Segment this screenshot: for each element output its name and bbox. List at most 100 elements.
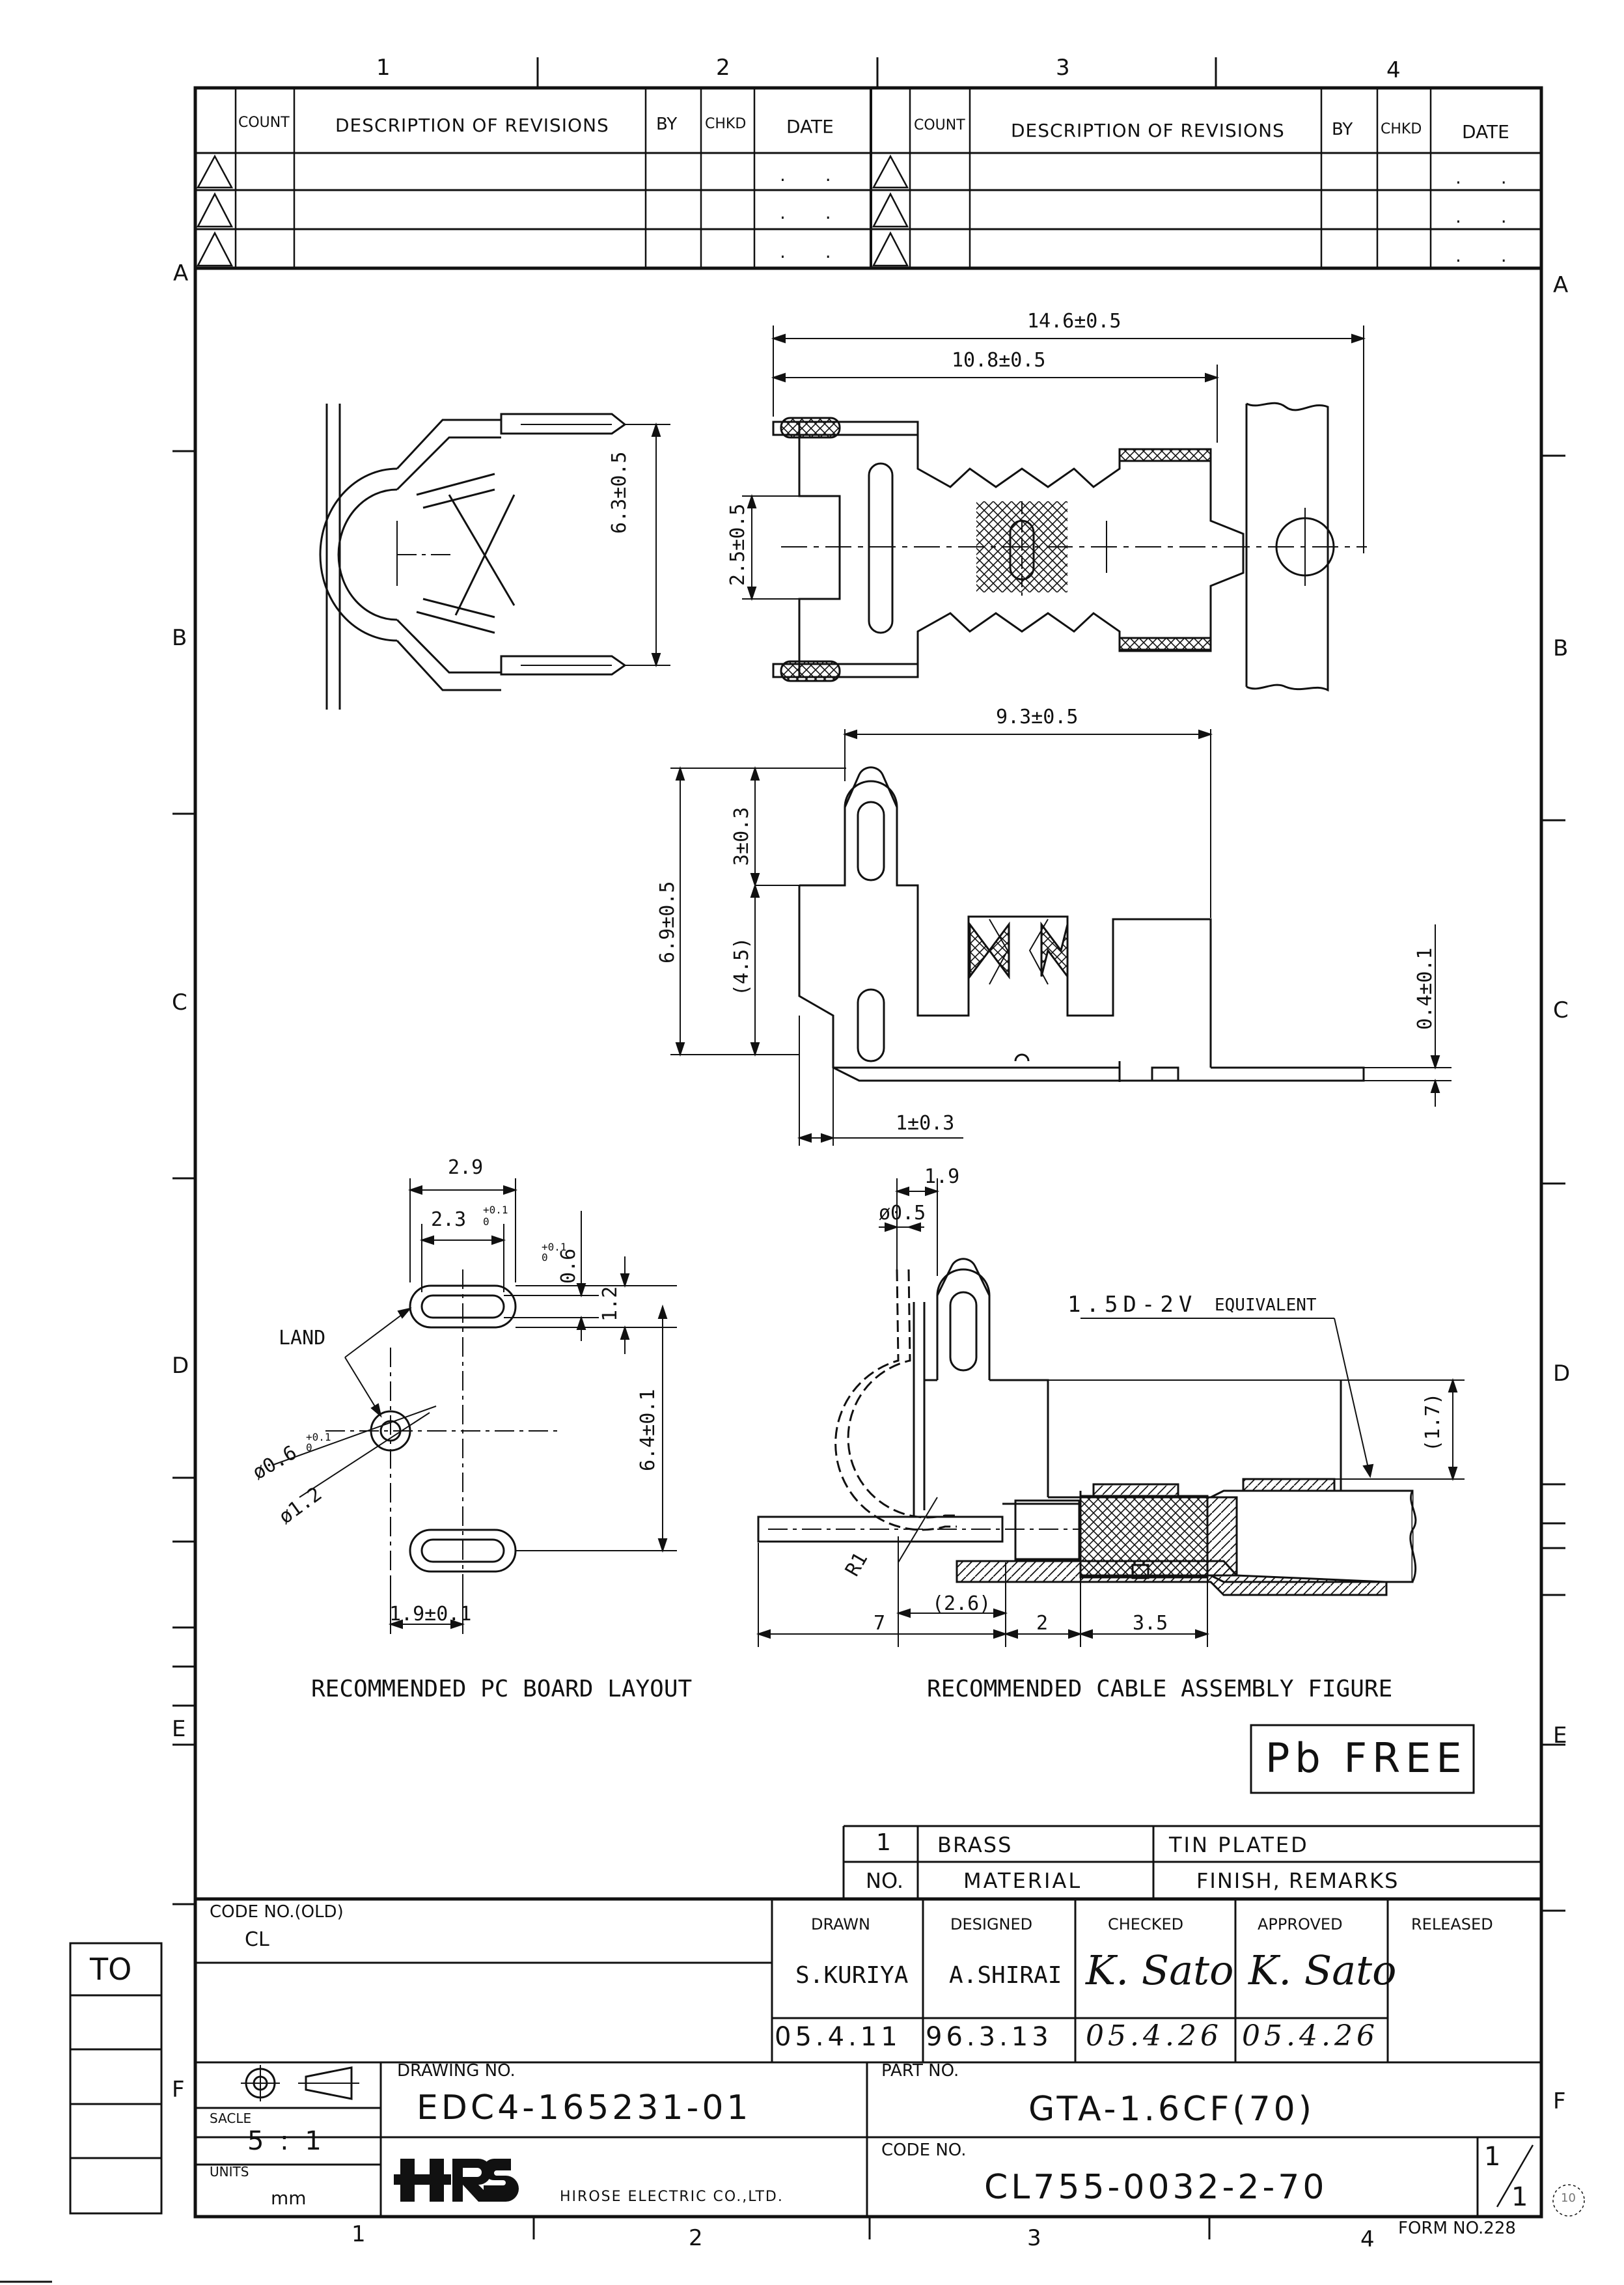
code-no-value: CL755-0032-2-70 — [984, 2168, 1328, 2207]
rev-header-desc-2: DESCRIPTION OF REVISIONS — [1011, 120, 1285, 141]
pcb-land-label: LAND — [279, 1327, 326, 1350]
material-row-no: 1 — [876, 1829, 891, 1856]
rev-date-2: . . — [780, 202, 848, 223]
drawing-no-value: EDC4-165231-01 — [417, 2088, 752, 2127]
material-hdr-no: NO. — [866, 1868, 903, 1893]
designed-name: A.SHIRAI — [949, 1962, 1062, 1989]
cable-type: 1.5D-2V — [1067, 1292, 1198, 1318]
drawn-date: 05.4.11 — [775, 2022, 901, 2052]
zone-left-b: B — [172, 625, 187, 651]
material-hdr-finish: FINISH, REMARKS — [1196, 1868, 1399, 1893]
end-view — [319, 404, 627, 710]
zone-bottom-3: 3 — [1027, 2225, 1041, 2251]
cab-dim-2-6: (2.6) — [932, 1592, 991, 1615]
released-label: RELEASED — [1411, 1915, 1493, 1933]
zone-left-f: F — [172, 2077, 185, 2103]
rev-header-date-2: DATE — [1462, 121, 1509, 143]
rev-header-desc-1: DESCRIPTION OF REVISIONS — [335, 115, 609, 136]
sheet-number: 1 — [1484, 2142, 1501, 2172]
side-view — [798, 766, 1365, 1082]
units-value: mm — [271, 2187, 307, 2209]
rev-header-chkd-1: CHKD — [705, 116, 747, 132]
zone-top-2: 2 — [716, 55, 730, 81]
cab-dim-1-9: 1.9 — [924, 1165, 960, 1188]
dim-1: 1±0.3 — [896, 1112, 955, 1135]
zone-right-c: C — [1553, 997, 1569, 1023]
approved-label: APPROVED — [1258, 1915, 1343, 1933]
dim-6-3: 6.3±0.5 — [608, 451, 631, 534]
dim-14-6: 14.6±0.5 — [1027, 310, 1122, 333]
dim-0-4: 0.4±0.1 — [1414, 947, 1437, 1030]
cab-dim-2: 2 — [1036, 1612, 1049, 1635]
cab-dim-phi-0-5: ø0.5 — [879, 1202, 926, 1225]
dim-9-3: 9.3±0.5 — [996, 706, 1079, 728]
zone-bottom-1: 1 — [351, 2221, 366, 2247]
drawing-no-label: DRAWING NO. — [397, 2061, 516, 2081]
pcb-dim-0-6-tol: +0.1 0 — [542, 1241, 567, 1264]
designed-date: 96.3.13 — [926, 2022, 1053, 2052]
rev-date-1: . . — [780, 164, 848, 186]
zone-left-a: A — [173, 260, 189, 286]
pb-free-box — [1250, 1724, 1475, 1794]
dim-3: 3±0.3 — [730, 807, 753, 866]
rev-date-6: . . — [1455, 245, 1524, 266]
scale-label: SACLE — [210, 2111, 252, 2126]
dim-6-9: 6.9±0.5 — [656, 881, 679, 963]
cable-equivalent: EQUIVALENT — [1215, 1295, 1317, 1315]
hrs-logo — [394, 2159, 519, 2202]
drawn-label: DRAWN — [811, 1915, 870, 1933]
rev-header-chkd-2: CHKD — [1381, 121, 1422, 137]
pb-free-label: Pb FREE — [1265, 1734, 1467, 1782]
pcb-dim-6-4: 6.4±0.1 — [637, 1389, 659, 1471]
approved-signature: K. Sato — [1248, 1946, 1397, 1994]
checked-label: CHECKED — [1108, 1915, 1184, 1933]
zone-right-d: D — [1553, 1361, 1571, 1387]
main-frame — [193, 86, 1543, 2219]
material-row-finish: TIN PLATED — [1169, 1833, 1309, 1857]
material-row-material: BRASS — [937, 1833, 1013, 1857]
zone-bottom-4: 4 — [1360, 2226, 1375, 2252]
zone-top-1: 1 — [376, 55, 391, 81]
checked-signature: K. Sato — [1086, 1946, 1234, 1994]
zone-bottom-2: 2 — [689, 2225, 703, 2251]
units-label: UNITS — [210, 2164, 249, 2180]
zone-right-a: A — [1553, 272, 1569, 298]
pcb-layout — [325, 1269, 560, 1627]
zone-right-e: E — [1553, 1723, 1567, 1749]
dim-4-5: (4.5) — [730, 937, 753, 996]
code-no-label: CODE NO. — [881, 2140, 967, 2160]
rev-header-count-2: COUNT — [914, 117, 965, 133]
rev-date-3: . . — [780, 241, 848, 262]
rev-header-date-1: DATE — [786, 116, 834, 137]
rev-date-4: . . — [1455, 167, 1524, 188]
pcb-dim-2-9: 2.9 — [448, 1156, 484, 1179]
material-hdr-material: MATERIAL — [963, 1868, 1082, 1893]
rev-date-5: . . — [1455, 206, 1524, 227]
code-no-old-value: CL — [245, 1928, 269, 1951]
approved-date: 05.4.26 — [1242, 2019, 1379, 2053]
designed-label: DESIGNED — [950, 1915, 1033, 1933]
zone-left-e: E — [172, 1716, 186, 1742]
pcb-dim-2-3-tol: +0.1 0 — [483, 1204, 508, 1228]
corner-mark: 10 — [1561, 2191, 1576, 2205]
dim-2-5: 2.5±0.5 — [726, 503, 749, 586]
pcb-dim-2-3: 2.3 — [431, 1208, 467, 1231]
pcb-dim-phi-0-6-tol: +0.1 0 — [306, 1431, 331, 1454]
part-no-label: PART NO. — [881, 2061, 959, 2081]
cab-dim-3-5: 3.5 — [1133, 1612, 1168, 1635]
cab-dim-1-7: (1.7) — [1422, 1392, 1444, 1452]
zone-right-f: F — [1553, 2088, 1566, 2114]
top-view — [772, 402, 1367, 692]
revision-triangles — [196, 154, 909, 267]
to-box — [69, 1942, 163, 2215]
zone-top-4: 4 — [1386, 57, 1401, 83]
zone-left-c: C — [172, 990, 187, 1016]
rev-header-by-1: BY — [656, 115, 678, 134]
sheet-total: 1 — [1511, 2182, 1528, 2212]
zone-right-b: B — [1553, 635, 1569, 661]
code-no-old-label: CODE NO.(OLD) — [210, 1902, 344, 1922]
dim-10-8: 10.8±0.5 — [952, 349, 1046, 372]
form-number: FORM NO.228 — [1398, 2219, 1516, 2238]
company-name: HIROSE ELECTRIC CO.,LTD. — [560, 2189, 784, 2205]
checked-date: 05.4.26 — [1086, 2019, 1222, 2053]
